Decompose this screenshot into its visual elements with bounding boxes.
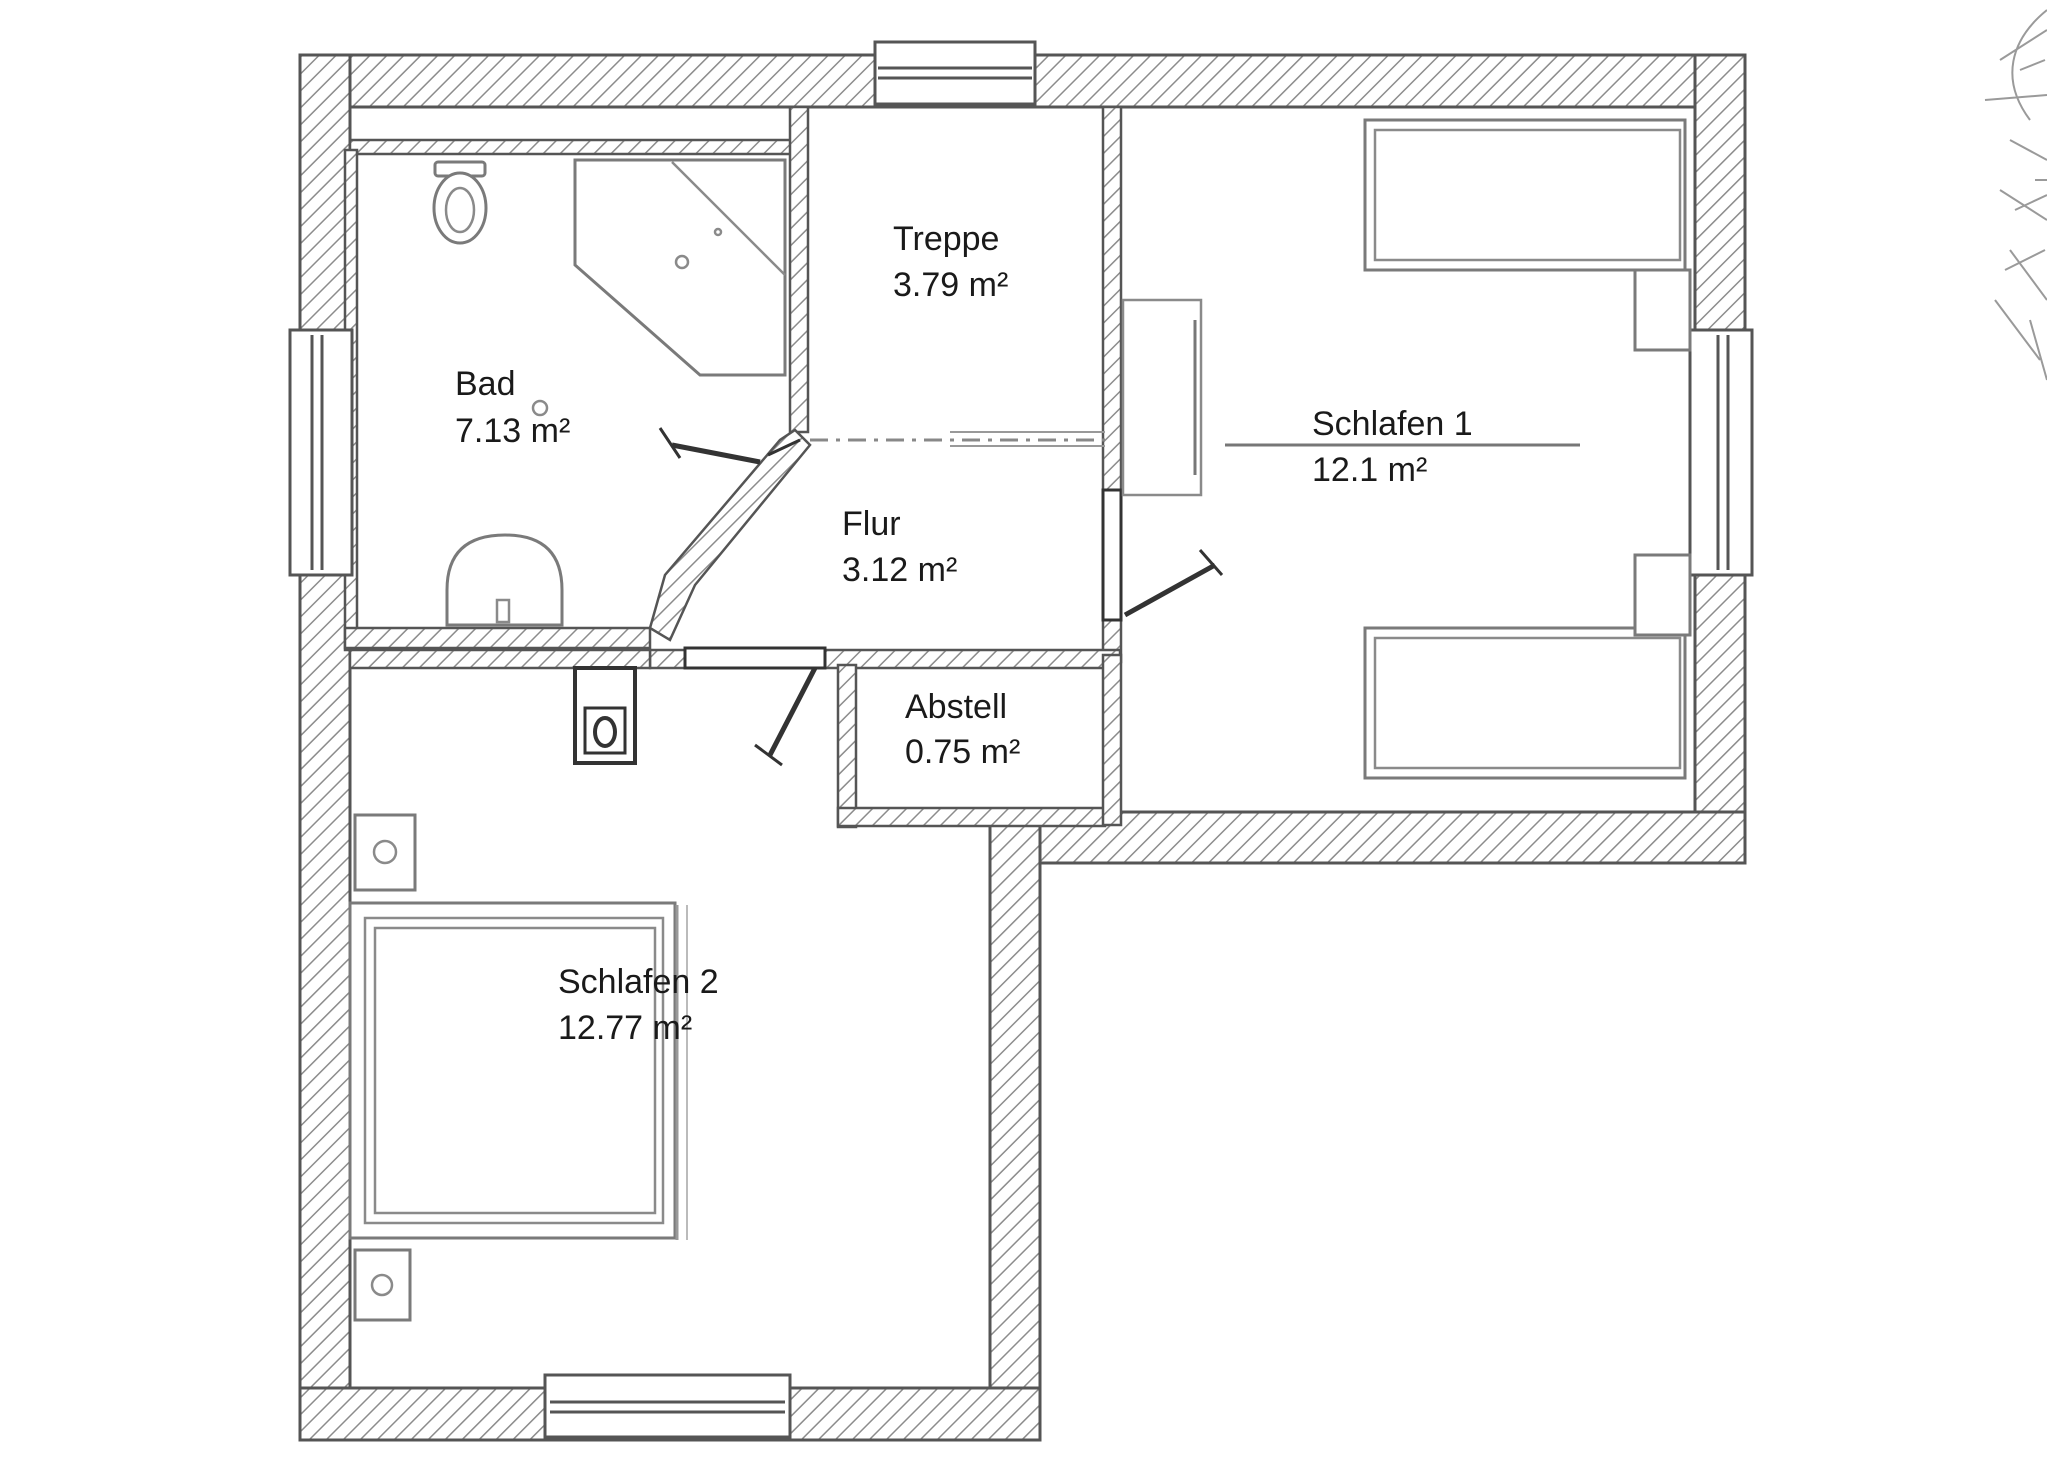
schlafen1-furniture <box>1121 118 1692 780</box>
bath-fixtures <box>432 158 787 627</box>
window-bottom <box>543 1373 792 1439</box>
room-area-schlafen1: 12.1 m² <box>1312 451 1427 489</box>
nightstand-icon <box>1633 268 1692 352</box>
room-name-schlafen1: Schlafen 1 <box>1312 405 1473 443</box>
room-area-treppe: 3.79 m² <box>893 266 1008 304</box>
door-schlafen2 <box>683 646 827 767</box>
window-right <box>1688 328 1754 577</box>
shower-icon <box>573 158 787 377</box>
wardrobe-icon <box>1121 298 1203 497</box>
room-area-bad: 7.13 m² <box>455 412 570 450</box>
room-name-treppe: Treppe <box>893 220 999 258</box>
room-area-abstell: 0.75 m² <box>905 733 1020 771</box>
sink-icon <box>445 533 564 627</box>
room-name-bad: Bad <box>455 365 516 403</box>
room-name-abstell: Abstell <box>905 688 1007 726</box>
door-schlafen1 <box>1101 488 1224 622</box>
chimney-icon <box>573 666 637 765</box>
bed-icon <box>348 901 688 1240</box>
bed-icon <box>1363 626 1687 780</box>
doors <box>648 427 1224 767</box>
nightstand-icon <box>1633 553 1692 637</box>
nightstand-icon <box>353 1248 412 1322</box>
room-area-schlafen2: 12.77 m² <box>558 1009 692 1047</box>
schlafen2-furniture <box>348 813 688 1322</box>
door-bad <box>648 427 812 642</box>
window-top <box>873 40 1037 106</box>
room-name-flur: Flur <box>842 505 901 543</box>
nightstand-icon <box>353 813 417 892</box>
plant-icon <box>1984 9 2047 381</box>
bed-icon <box>1363 118 1687 272</box>
room-labels: Treppe 3.79 m² Bad 7.13 m² Flur 3.12 m² … <box>455 220 1473 1047</box>
stair-lines <box>810 431 1580 447</box>
window-left <box>288 328 354 577</box>
toilet-icon <box>432 160 488 245</box>
room-area-flur: 3.12 m² <box>842 551 957 589</box>
room-name-schlafen2: Schlafen 2 <box>558 963 719 1001</box>
windows <box>288 40 1754 1439</box>
